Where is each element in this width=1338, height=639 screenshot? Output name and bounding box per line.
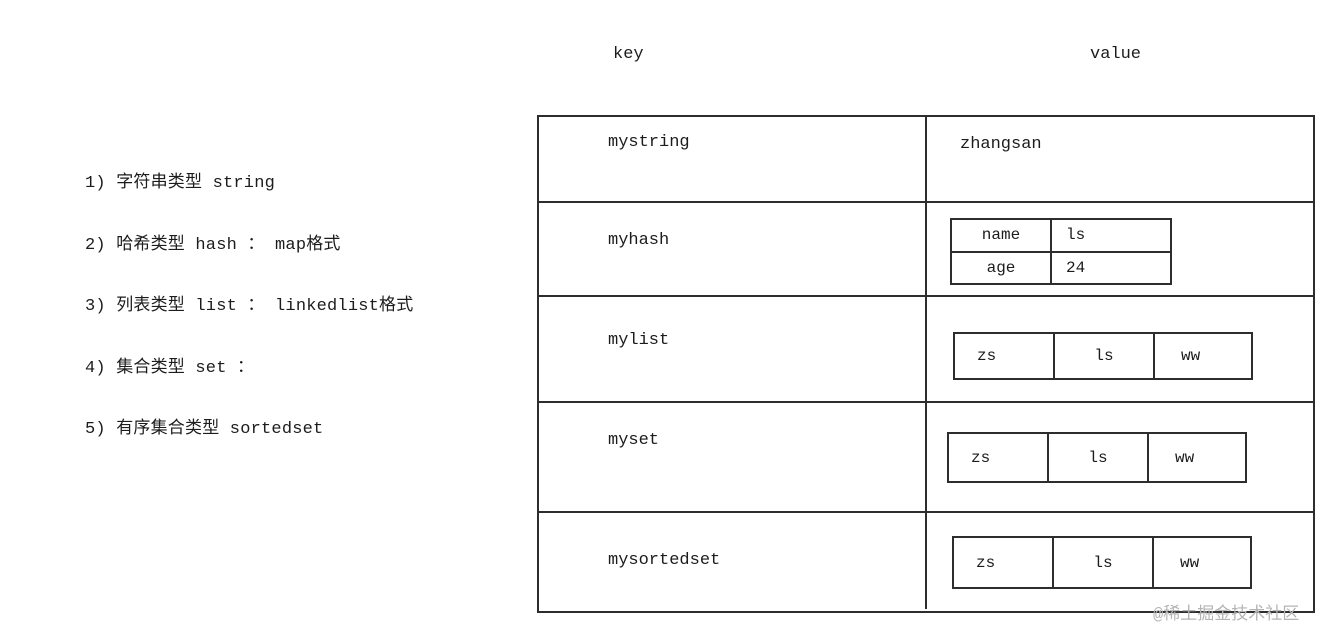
set-item: ls: [1049, 434, 1149, 481]
set-item: ww: [1175, 448, 1195, 467]
key-cell-myset: myset: [539, 403, 927, 511]
hash-field-age: age: [952, 252, 1052, 283]
watermark: @稀土掘金技术社区: [1153, 606, 1300, 625]
key-column-header: key: [613, 45, 644, 64]
list-item: ls: [1055, 334, 1155, 378]
list-value-cells: zs ls ww: [953, 332, 1253, 380]
value-column-header: value: [1090, 45, 1142, 64]
value-cell-mysortedset: zs ls ww: [927, 513, 1313, 609]
hash-value-table: name ls age 24: [950, 218, 1172, 285]
sortedset-item: ww: [1180, 553, 1200, 572]
sortedset-item: ls: [1054, 538, 1154, 587]
redis-type-notes: 1) 字符串类型 string 2) 哈希类型 hash ： map格式 3) …: [85, 133, 413, 482]
note-line-hash: 2) 哈希类型 hash ： map格式: [85, 235, 341, 255]
note-line-set: 4) 集合类型 set ：: [85, 358, 255, 378]
key-value-table: mystring zhangsan myhash name ls age 24: [537, 115, 1315, 613]
value-cell-mystring: zhangsan: [927, 117, 1313, 201]
key-cell-mylist: mylist: [539, 297, 927, 401]
key-cell-mysortedset: mysortedset: [539, 513, 927, 609]
list-item: ww: [1181, 347, 1201, 365]
key-cell-mystring: mystring: [539, 117, 927, 201]
hash-entry-age: age 24: [952, 252, 1170, 283]
value-cell-myset: zs ls ww: [927, 403, 1313, 511]
string-value: zhangsan: [960, 135, 1042, 154]
note-line-list: 3) 列表类型 list ： linkedlist格式: [85, 297, 414, 316]
table-row-mysortedset: mysortedset zs ls ww: [539, 513, 1313, 609]
sortedset-value-cells: zs ls ww: [952, 536, 1252, 589]
value-cell-mylist: zs ls ww: [927, 297, 1313, 401]
value-cell-myhash: name ls age 24: [927, 203, 1313, 295]
table-row-myhash: myhash name ls age 24: [539, 203, 1313, 297]
table-row-mylist: mylist zs ls ww: [539, 297, 1313, 403]
sortedset-item: zs: [954, 538, 1054, 587]
hash-field-name: name: [952, 220, 1052, 251]
key-cell-myhash: myhash: [539, 203, 927, 295]
note-line-string: 1) 字符串类型 string: [85, 174, 276, 193]
list-item: zs: [955, 334, 1055, 378]
hash-value-age: 24: [1066, 258, 1086, 277]
set-value-cells: zs ls ww: [947, 432, 1247, 483]
note-line-sortedset: 5) 有序集合类型 sortedset: [85, 420, 324, 439]
set-item: zs: [949, 434, 1049, 481]
hash-value-name: ls: [1066, 226, 1086, 245]
table-row-mystring: mystring zhangsan: [539, 117, 1313, 203]
table-row-myset: myset zs ls ww: [539, 403, 1313, 513]
hash-entry-name: name ls: [952, 220, 1170, 253]
